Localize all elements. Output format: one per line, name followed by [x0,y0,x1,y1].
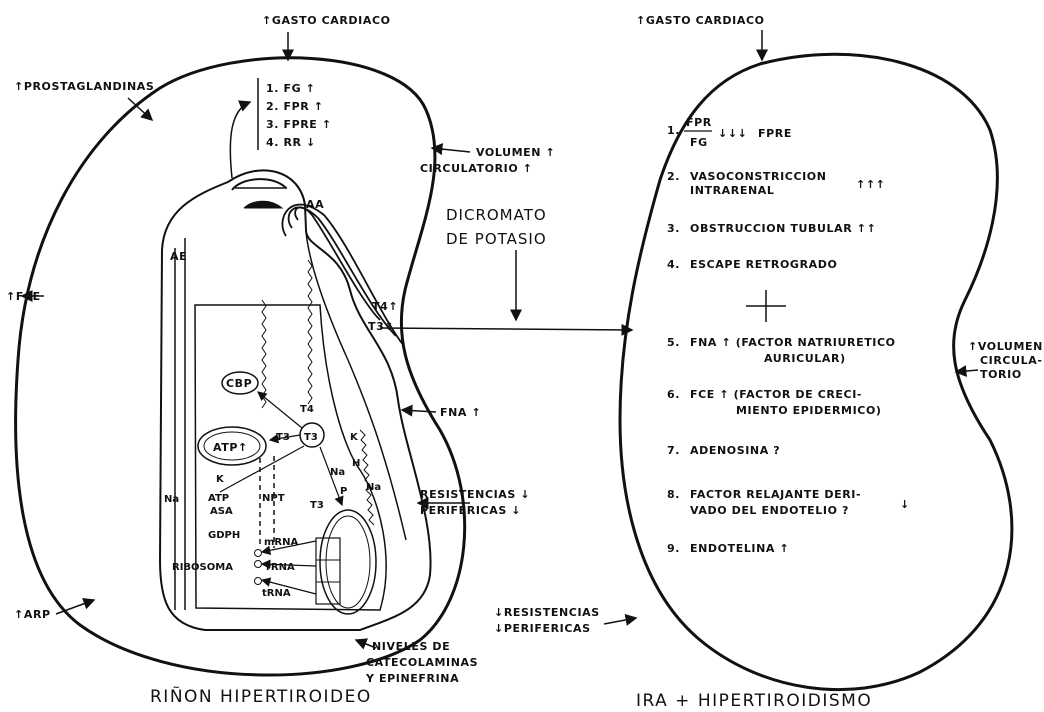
cell-t3a: T3 [276,432,290,443]
cell-npt: NPT [262,493,285,504]
r-item-8-arrow: ↓ [900,498,910,511]
right-title: IRA + HIPERTIROIDISMO [636,691,872,711]
prostaglandinas-label: ↑PROSTAGLANDINAS [14,80,154,93]
ribo-dot-2 [255,561,262,568]
chromatin-block [316,538,340,604]
cell-asa: ASA [210,506,233,517]
fg-item-3: 3. FPRE ↑ [266,118,332,131]
left-title: RIÑON HIPERTIROIDEO [150,685,372,707]
t4-label: T4↑ [372,300,398,313]
fna-label-left: FNA ↑ [440,406,481,419]
fce-label: ↑FCE [6,290,41,303]
r-item-4: ESCAPE RETROGRADO [690,258,837,271]
r-item-6-a: FCE ↑ (FACTOR DE CRECI- [690,388,862,401]
cbp-label: CBP [226,377,252,390]
r-item-2-arrows: ↑↑↑ [856,178,885,191]
ae-label: AE [170,250,187,263]
ribo-dot-3 [255,578,262,585]
r-frac-num: FPR [686,116,712,129]
r-item-7-num: 7. [667,444,680,457]
r-item-3: OBSTRUCCION TUBULAR ↑↑ [690,222,876,235]
r-item-5-a: FNA ↑ (FACTOR NATRIURETICO [690,336,896,349]
cell-t3b: T3 [304,432,318,443]
gasto-label-left: ↑GASTO CARDIACO [262,14,391,27]
r-item-6-b: MIENTO EPIDERMICO) [736,404,882,417]
fg-item-2: 2. FPR ↑ [266,100,324,113]
right-kidney-outline [620,54,1012,689]
cell-na1: Na [164,494,179,505]
t3-label: T3↑ [368,320,394,333]
r-volumen-2: CIRCULA- [980,354,1043,367]
r-resistencias-1: ↓RESISTENCIAS [494,606,600,619]
gasto-label-right: ↑GASTO CARDIACO [636,14,765,27]
r-item-8-a: FACTOR RELAJANTE DERI- [690,488,861,501]
cell-rrna: rRNA [266,562,295,573]
r-item-9-num: 9. [667,542,680,555]
fna-arrow [402,410,436,412]
r-resistencias-2: ↓PERIFERICAS [494,622,591,635]
niveles-label-3: Y EPINEFRINA [365,672,459,685]
nucleus [320,510,376,614]
niveles-label-1: NIVELES DE [372,640,450,653]
cell-p: P [340,486,347,497]
cell-na2: Na [330,467,345,478]
arp-label: ↑ARP [14,608,51,621]
volumen-label-left-1: VOLUMEN ↑ [476,146,555,159]
capsule-top-3 [244,201,282,208]
resistencias-label-left-1: RESISTENCIAS ↓ [420,488,530,501]
r-item-1-num: 1. [667,124,680,137]
fg-item-1: 1. FG ↑ [266,82,315,95]
r-item-8-b: VADO DEL ENDOTELIO ? [690,504,849,517]
volumen-arrow-left [432,148,470,152]
wavy-vessel-2 [308,260,312,404]
r-item-2-a: VASOCONSTRICCION [690,170,827,183]
r-item-3-num: 3. [667,222,680,235]
cell-na3: Na [366,482,381,493]
r-item-7: ADENOSINA ? [690,444,780,457]
cell-ribosoma: RIBOSOMA [172,562,233,573]
volumen-label-left-2: CIRCULATORIO ↑ [420,162,533,175]
cell-gdph: GDPH [208,530,240,541]
filtration-loop-arrow [230,102,250,178]
niveles-label-2: CATECOLAMINAS [366,656,478,669]
aa-label: AA [306,198,324,211]
r-item-5-b: AURICULAR) [764,352,846,365]
cell-trna: tRNA [262,588,291,599]
r-item-4-num: 4. [667,258,680,271]
ribo-dot-1 [255,550,262,557]
r-item-8-num: 8. [667,488,680,501]
t4-t3-line [380,328,632,330]
cell-t3c: T3 [310,500,324,511]
r-item-6-num: 6. [667,388,680,401]
atp-label: ATP↑ [213,441,248,454]
r-down-arrows: ↓↓↓ [718,127,747,140]
plus-sign [746,290,786,322]
cell-h: H [352,458,360,469]
cell-k1: K [350,432,359,443]
r-item-1-fpre: FPRE [758,127,792,140]
r-volumen-3: TORIO [980,368,1022,381]
dicromato-line-1: DICROMATO [446,206,547,224]
r-volumen-1: ↑VOLUMEN [968,340,1043,353]
r-item-9: ENDOTELINA ↑ [690,542,789,555]
t3-link-2 [258,392,302,428]
cell-k2: K [216,474,225,485]
r-volumen-arrow [956,370,978,372]
cell-t4: T4 [300,404,314,415]
nucleus-inner [326,516,370,608]
r-resistencias-arrow [604,618,636,624]
r-item-2-num: 2. [667,170,680,183]
r-frac-den: FG [690,136,708,149]
fg-item-4: 4. RR ↓ [266,136,316,149]
r-item-2-b: INTRARENAL [690,184,775,197]
resistencias-label-left-2: PERIFERICAS ↓ [420,504,521,517]
wavy-vessel-1 [262,300,266,408]
dicromato-line-2: DE POTASIO [446,230,547,248]
left-kidney-outline [16,58,465,675]
r-item-5-num: 5. [667,336,680,349]
cell-mrna: mRNA [264,537,298,548]
wavy-vessel-3 [360,430,374,525]
cell-atp2: ATP [208,493,229,504]
